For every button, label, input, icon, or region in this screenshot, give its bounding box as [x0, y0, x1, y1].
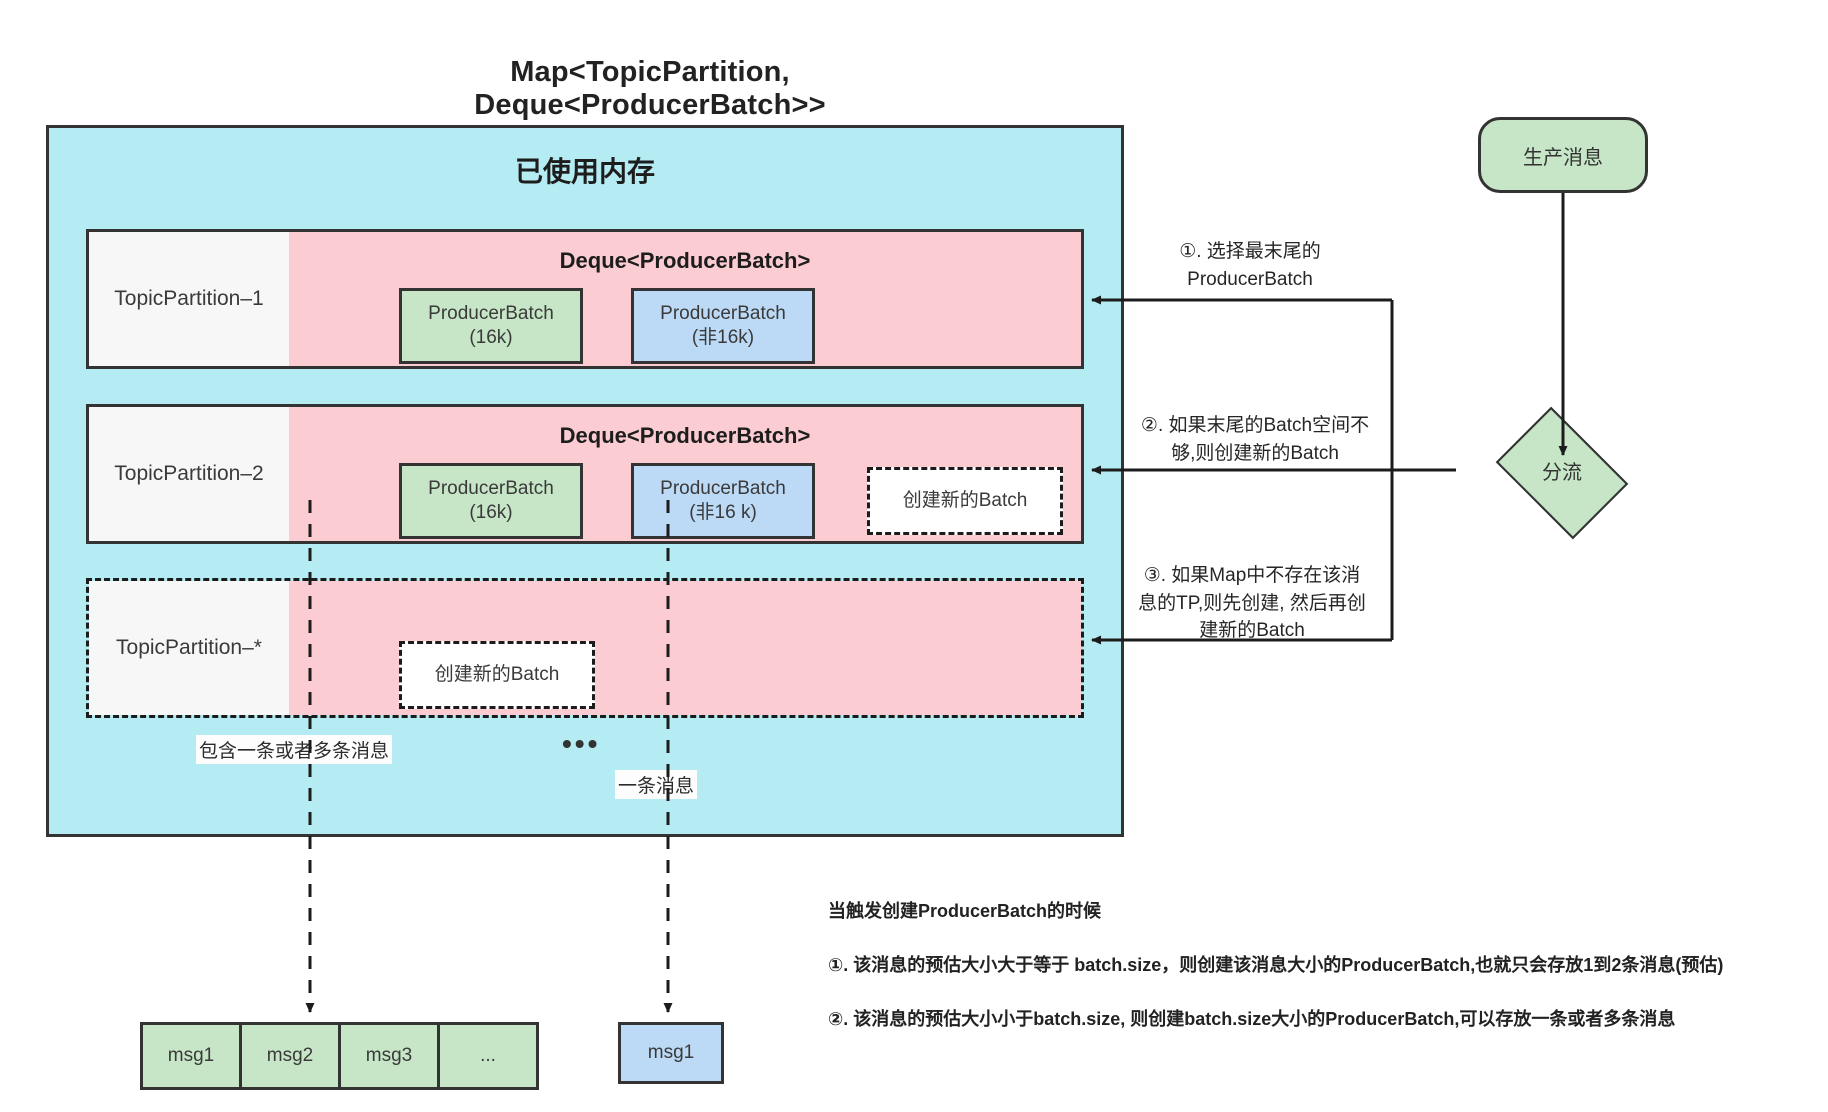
deque-label-2: Deque<ProducerBatch> [559, 423, 811, 448]
message-cell[interactable]: msg3 [338, 1022, 440, 1090]
topic-partition-name-3: TopicPartition–* [89, 581, 292, 715]
page-title: Map<TopicPartition, Deque<ProducerBatch>… [474, 56, 826, 121]
producer-batch-1-2[interactable]: ProducerBatch (非16k) [631, 288, 815, 364]
topic-partition-name-1: TopicPartition–1 [89, 232, 292, 366]
topic-partition-row-1[interactable]: TopicPartition–1 Deque<ProducerBatch> Pr… [86, 229, 1084, 369]
message-cell[interactable]: msg1 [140, 1022, 242, 1090]
deque-area-1: Deque<ProducerBatch> ProducerBatch (16k)… [289, 232, 1081, 366]
producer-batch-1-1[interactable]: ProducerBatch (16k) [399, 288, 583, 364]
producer-batch-2-2[interactable]: ProducerBatch (非16 k) [631, 463, 815, 539]
deque-area-2: Deque<ProducerBatch> ProducerBatch (16k)… [289, 407, 1081, 541]
new-batch-placeholder-3[interactable]: 创建新的Batch [399, 641, 595, 709]
deque-area-3: 创建新的Batch [289, 581, 1081, 715]
used-memory-title: 已使用内存 [514, 156, 655, 187]
producer-batch-2-1[interactable]: ProducerBatch (16k) [399, 463, 583, 539]
single-message-label: 一条消息 [615, 770, 698, 799]
multi-message-label: 包含一条或者多条消息 [196, 735, 393, 764]
topic-partition-row-2[interactable]: TopicPartition–2 Deque<ProducerBatch> Pr… [86, 404, 1084, 544]
legend-heading: 当触发创建ProducerBatch的时候 [828, 901, 1102, 921]
flow-note-3: ③. 如果Map中不存在该消 息的TP,则先创建, 然后再创 建新的Batch [1138, 565, 1366, 642]
message-batch-strip: msg1 msg2 msg3 ... [140, 1022, 539, 1090]
split-node-label: 分流 [1542, 461, 1582, 484]
deque-label-1: Deque<ProducerBatch> [559, 248, 811, 273]
legend-block: 当触发创建ProducerBatch的时候 ①. 该消息的预估大小大于等于 ba… [828, 898, 1808, 1060]
producer-batch-2-2-size: (非16 k) [689, 502, 757, 523]
topic-partition-row-3[interactable]: TopicPartition–* 创建新的Batch [86, 578, 1084, 718]
ellipsis-marker: ••• [562, 728, 601, 759]
producer-batch-2-2-title: ProducerBatch [660, 478, 786, 500]
new-batch-placeholder-2[interactable]: 创建新的Batch [867, 467, 1063, 535]
flow-note-1: ①. 选择最末尾的 ProducerBatch [1179, 241, 1321, 290]
producer-batch-2-1-size: (16k) [469, 502, 513, 523]
producer-batch-1-2-size: (非16k) [691, 327, 755, 348]
producer-batch-2-1-title: ProducerBatch [428, 478, 554, 500]
topic-partition-name-2: TopicPartition–2 [89, 407, 292, 541]
single-message-cell[interactable]: msg1 [618, 1022, 724, 1084]
split-decision-node[interactable]: 分流 [1456, 406, 1668, 540]
legend-item-2: ②. 该消息的预估大小小于batch.size, 则创建batch.size大小… [828, 1008, 1676, 1029]
message-cell[interactable]: msg2 [239, 1022, 341, 1090]
producer-batch-1-1-size: (16k) [469, 327, 513, 348]
produce-message-node[interactable]: 生产消息 [1478, 117, 1648, 193]
message-cell[interactable]: ... [437, 1022, 539, 1090]
producer-batch-1-2-title: ProducerBatch [660, 303, 786, 325]
flow-note-2: ②. 如果末尾的Batch空间不 够,则创建新的Batch [1140, 415, 1370, 464]
producer-batch-1-1-title: ProducerBatch [428, 303, 554, 325]
legend-item-1: ①. 该消息的预估大小大于等于 batch.size，则创建该消息大小的Prod… [828, 954, 1724, 975]
